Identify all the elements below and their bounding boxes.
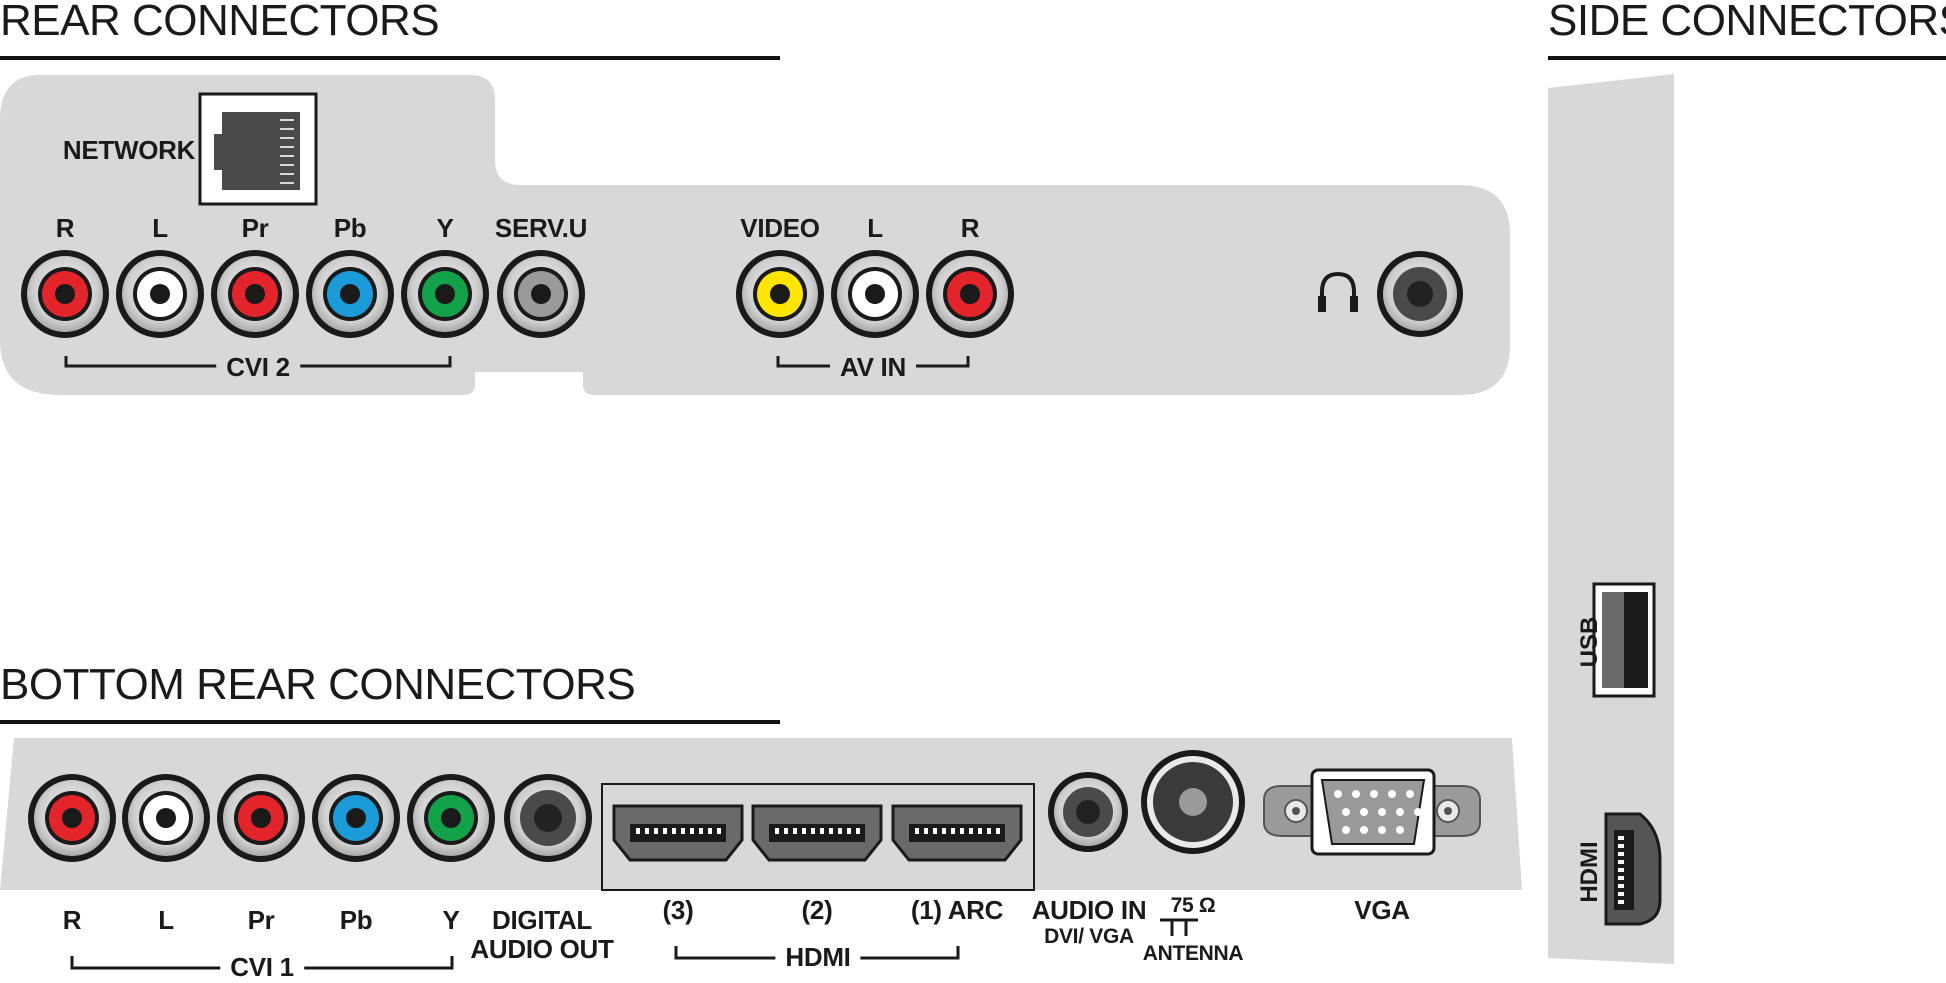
av-in-jack xyxy=(926,250,1014,338)
side-usb-port xyxy=(1592,582,1656,698)
network-label: NETWORK xyxy=(62,135,196,165)
audio-in-line2: DVI/ VGA xyxy=(1044,924,1134,948)
cvi2-group-label: CVI 2 xyxy=(216,352,300,383)
antenna-ohm-label: 75 Ω xyxy=(1170,894,1216,917)
cvi1-jack xyxy=(122,774,210,862)
av-jack-label: R xyxy=(960,213,980,243)
hdmi-group-box xyxy=(601,783,1035,891)
digital-audio-out-line2: AUDIO OUT xyxy=(470,933,614,964)
av-in-jack xyxy=(831,250,919,338)
rear-heading-rule xyxy=(0,56,780,60)
cvi1-jack xyxy=(28,774,116,862)
hdmi-port-label: (1) ARC xyxy=(910,895,1004,925)
headphone-jack xyxy=(1377,251,1463,337)
side-hdmi-port xyxy=(1604,812,1662,926)
rear-jack-label: R xyxy=(55,213,75,243)
digital-audio-out-jack xyxy=(504,774,592,862)
av-jack-label: L xyxy=(867,213,883,243)
rear-jack-label: Pr xyxy=(241,213,269,243)
side-heading-rule xyxy=(1548,56,1946,60)
cvi1-jack xyxy=(312,774,400,862)
avin-group-label: AV IN xyxy=(830,352,916,383)
serv-u-label: SERV.U xyxy=(494,213,588,243)
hdmi-group-label: HDMI xyxy=(775,942,861,973)
vga-port xyxy=(1263,768,1481,856)
cvi1-jack xyxy=(407,774,495,862)
bottom-heading-rule xyxy=(0,720,780,724)
rca-jack xyxy=(21,250,109,338)
hdmi-port xyxy=(751,804,883,862)
digital-audio-out-label: DIGITAL AUDIO OUT xyxy=(470,906,613,963)
side-hdmi-label: HDMI xyxy=(1576,841,1603,903)
rca-jack xyxy=(211,250,299,338)
rca-jack xyxy=(401,250,489,338)
rear-jack-label: L xyxy=(152,213,168,243)
cvi1-group-label: CVI 1 xyxy=(220,952,304,983)
usb-label: USB xyxy=(1576,616,1603,668)
bottom-jack-label: L xyxy=(158,905,174,935)
antenna-label: ANTENNA xyxy=(1142,942,1244,965)
hdmi-port-label: (2) xyxy=(801,895,833,925)
rca-jack xyxy=(306,250,394,338)
digital-audio-out-line1: DIGITAL xyxy=(492,905,592,935)
bottom-jack-label: Pr xyxy=(247,905,275,935)
antenna-connector xyxy=(1141,750,1245,854)
bottom-jack-label: R xyxy=(62,905,82,935)
side-connectors-heading: SIDE CONNECTORS xyxy=(1548,0,1946,45)
rca-jack xyxy=(497,250,585,338)
vga-label: VGA xyxy=(1354,895,1410,925)
bottom-rear-connectors-heading: BOTTOM REAR CONNECTORS xyxy=(0,660,636,709)
hdmi-port xyxy=(612,804,744,862)
av-jack-label: VIDEO xyxy=(740,213,820,243)
rear-connectors-heading: REAR CONNECTORS xyxy=(0,0,440,45)
rear-jack-label: Pb xyxy=(333,213,367,243)
rca-jack xyxy=(116,250,204,338)
hdmi-port-label: (3) xyxy=(662,895,694,925)
hdmi-port xyxy=(891,804,1023,862)
av-in-jack xyxy=(736,250,824,338)
audio-in-line1: AUDIO IN xyxy=(1031,895,1147,925)
audio-in-jack xyxy=(1048,772,1128,852)
cvi1-jack xyxy=(217,774,305,862)
audio-in-label: AUDIO IN DVI/ VGA xyxy=(1032,896,1147,948)
bottom-jack-label: Pb xyxy=(339,905,373,935)
network-port xyxy=(198,92,318,206)
headphones-icon xyxy=(1318,271,1358,312)
side-panel xyxy=(1548,74,1674,964)
rear-jack-label: Y xyxy=(436,213,454,243)
bottom-jack-label: Y xyxy=(442,905,460,935)
